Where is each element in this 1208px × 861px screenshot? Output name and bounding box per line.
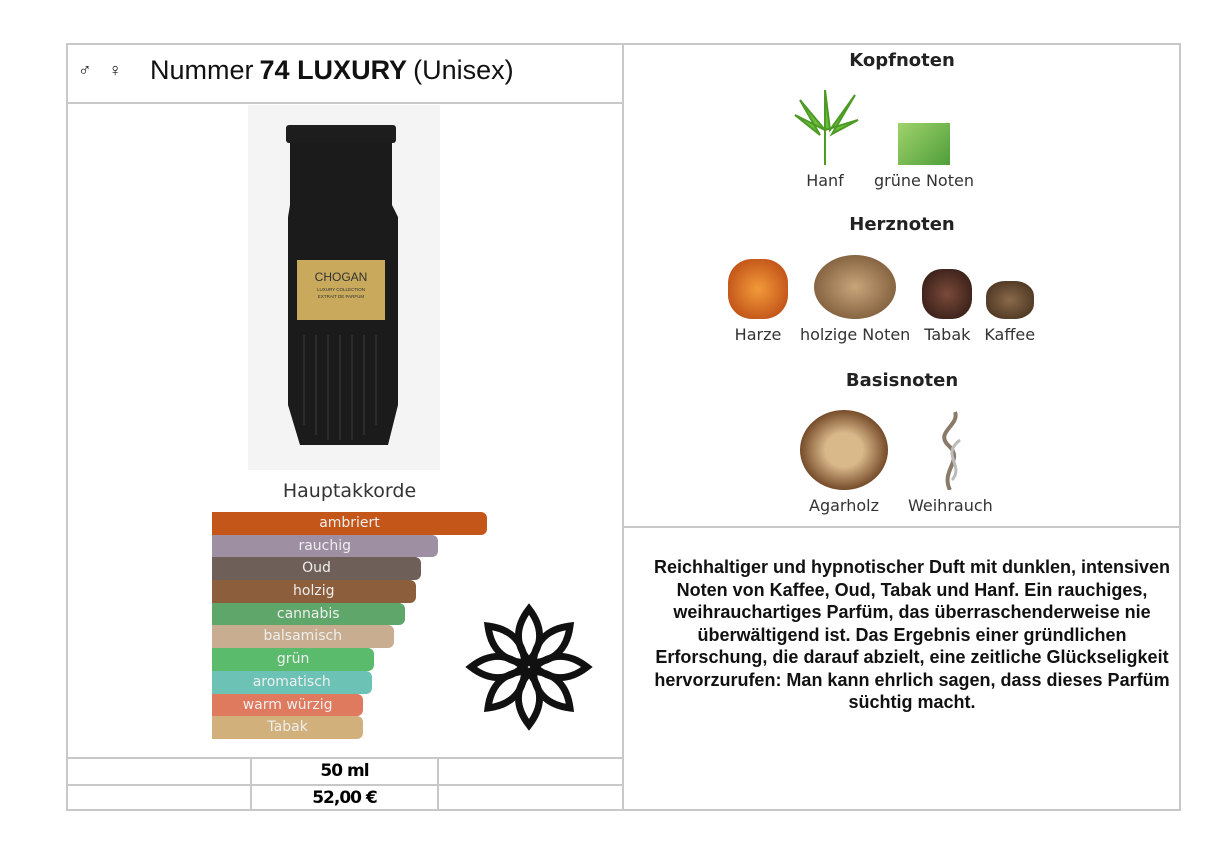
volume: 50 ml <box>250 759 436 784</box>
note-woody: holzige Noten <box>800 255 910 344</box>
accord-bar-rauchig: rauchig <box>212 534 438 558</box>
heart-notes-title: Herznoten <box>849 214 955 235</box>
header-divider <box>66 102 623 104</box>
accord-bar-holzig: holzig <box>212 580 416 603</box>
note-agarwood: Agarholz <box>800 410 888 515</box>
wood-icon <box>814 255 897 319</box>
green-leaves-icon <box>897 123 950 165</box>
agarwood-icon <box>800 410 888 490</box>
accord-bar-cannabis: cannabis <box>212 602 405 626</box>
note-incense: Weihrauch <box>908 410 993 515</box>
volume-row: 50 ml <box>66 757 623 784</box>
note-hemp: Hanf <box>790 90 860 190</box>
title-suffix: (Unisex) <box>413 54 514 85</box>
accord-bar-warm-würzig: warm würzig <box>212 693 364 717</box>
product-name: 74 LUXURY <box>259 54 408 85</box>
accord-bar-aromatisch: aromatisch <box>212 670 372 694</box>
gender-icon: ♂ ♀ <box>78 59 129 80</box>
coffee-beans-icon <box>985 281 1034 319</box>
price-row: 52,00 € <box>66 784 623 811</box>
top-notes-title: Kopfnoten <box>849 50 955 71</box>
accord-bar-tabak: Tabak <box>212 716 364 739</box>
note-green-notes: grüne Noten <box>874 123 974 190</box>
product-title: ♂ ♀ Nummer 74 LUXURY (Unisex) <box>78 55 514 85</box>
accord-bar-grün: grün <box>212 648 375 671</box>
price: 52,00 € <box>250 786 436 811</box>
svg-text:LUXURY COLLECTION: LUXURY COLLECTION <box>317 287 365 292</box>
accord-bar-balsamisch: balsamisch <box>212 625 394 649</box>
top-notes: Hanf grüne Noten <box>790 90 974 190</box>
base-notes: Agarholz Weihrauch <box>800 410 993 515</box>
accord-bar-ambriert: ambriert <box>212 512 487 535</box>
perfume-bottle-image: CHOGAN LUXURY COLLECTION EXTRAIT DE PARF… <box>248 105 440 470</box>
accords-title: Hauptakkorde <box>282 480 417 502</box>
svg-text:EXTRAIT DE PARFUM: EXTRAIT DE PARFUM <box>318 294 365 299</box>
title-prefix: Nummer <box>150 54 254 85</box>
resin-icon <box>728 259 788 319</box>
notes-divider <box>623 526 1181 528</box>
lotus-logo-icon <box>465 603 593 731</box>
accord-bar-oud: Oud <box>212 557 421 581</box>
product-description: Reichhaltiger und hypnotischer Duft mit … <box>653 557 1171 712</box>
tobacco-icon <box>922 269 973 319</box>
bottle-brand: CHOGAN <box>315 270 368 284</box>
note-resins: Harze <box>728 259 788 344</box>
note-tobacco: Tabak <box>922 269 973 344</box>
base-notes-title: Basisnoten <box>845 370 959 391</box>
hemp-leaf-icon <box>794 90 859 165</box>
incense-smoke-icon <box>942 411 962 490</box>
heart-notes: Harze holzige Noten Tabak Kaffee <box>728 255 1035 344</box>
column-divider <box>622 43 624 811</box>
note-coffee: Kaffee <box>984 281 1035 344</box>
